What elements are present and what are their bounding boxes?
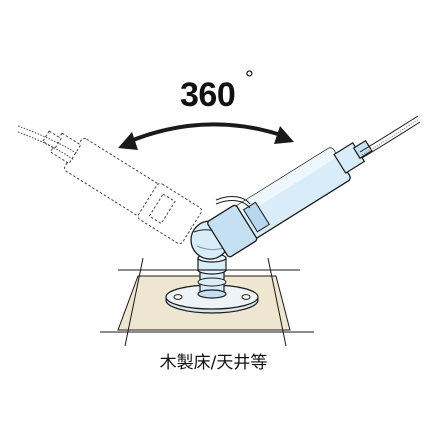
- camera-ghost-left: [17, 125, 202, 245]
- strap-loop: [215, 196, 251, 209]
- rotation-unit: °: [245, 66, 254, 91]
- camera-solid-right: [207, 115, 421, 258]
- rotation-arrow-icon: [118, 122, 294, 150]
- mount-post: [197, 253, 227, 299]
- mount-surface-caption: 木製床/天井等: [159, 353, 268, 373]
- rotation-value: 360: [180, 76, 236, 114]
